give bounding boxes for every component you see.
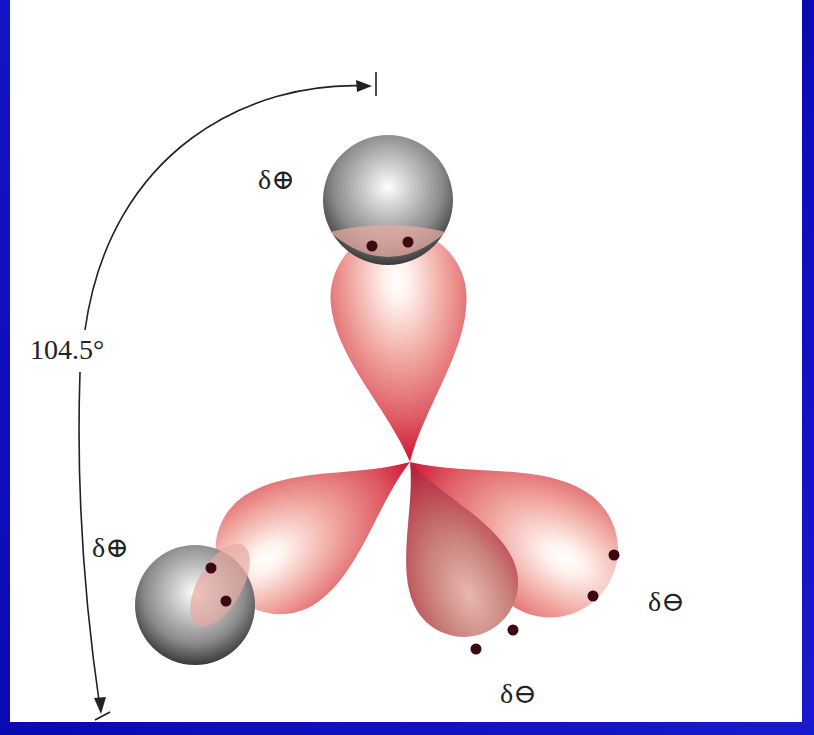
partial-charge: δ⊕ [258, 166, 295, 194]
angle-value: 104.5° [30, 336, 104, 364]
orbital-overlap [330, 225, 446, 257]
electron-pair [206, 237, 620, 655]
angle-arc [79, 72, 376, 720]
arrowhead [94, 697, 106, 714]
partial-charge: δ⊖ [648, 588, 685, 616]
arrowhead [356, 80, 372, 92]
partial-charge: δ⊖ [500, 680, 537, 708]
hydrogen-sphere [323, 135, 453, 265]
orbital-overlap [178, 534, 262, 636]
partial-charge: δ⊕ [92, 534, 129, 562]
lone-pair-lobe [360, 440, 535, 655]
